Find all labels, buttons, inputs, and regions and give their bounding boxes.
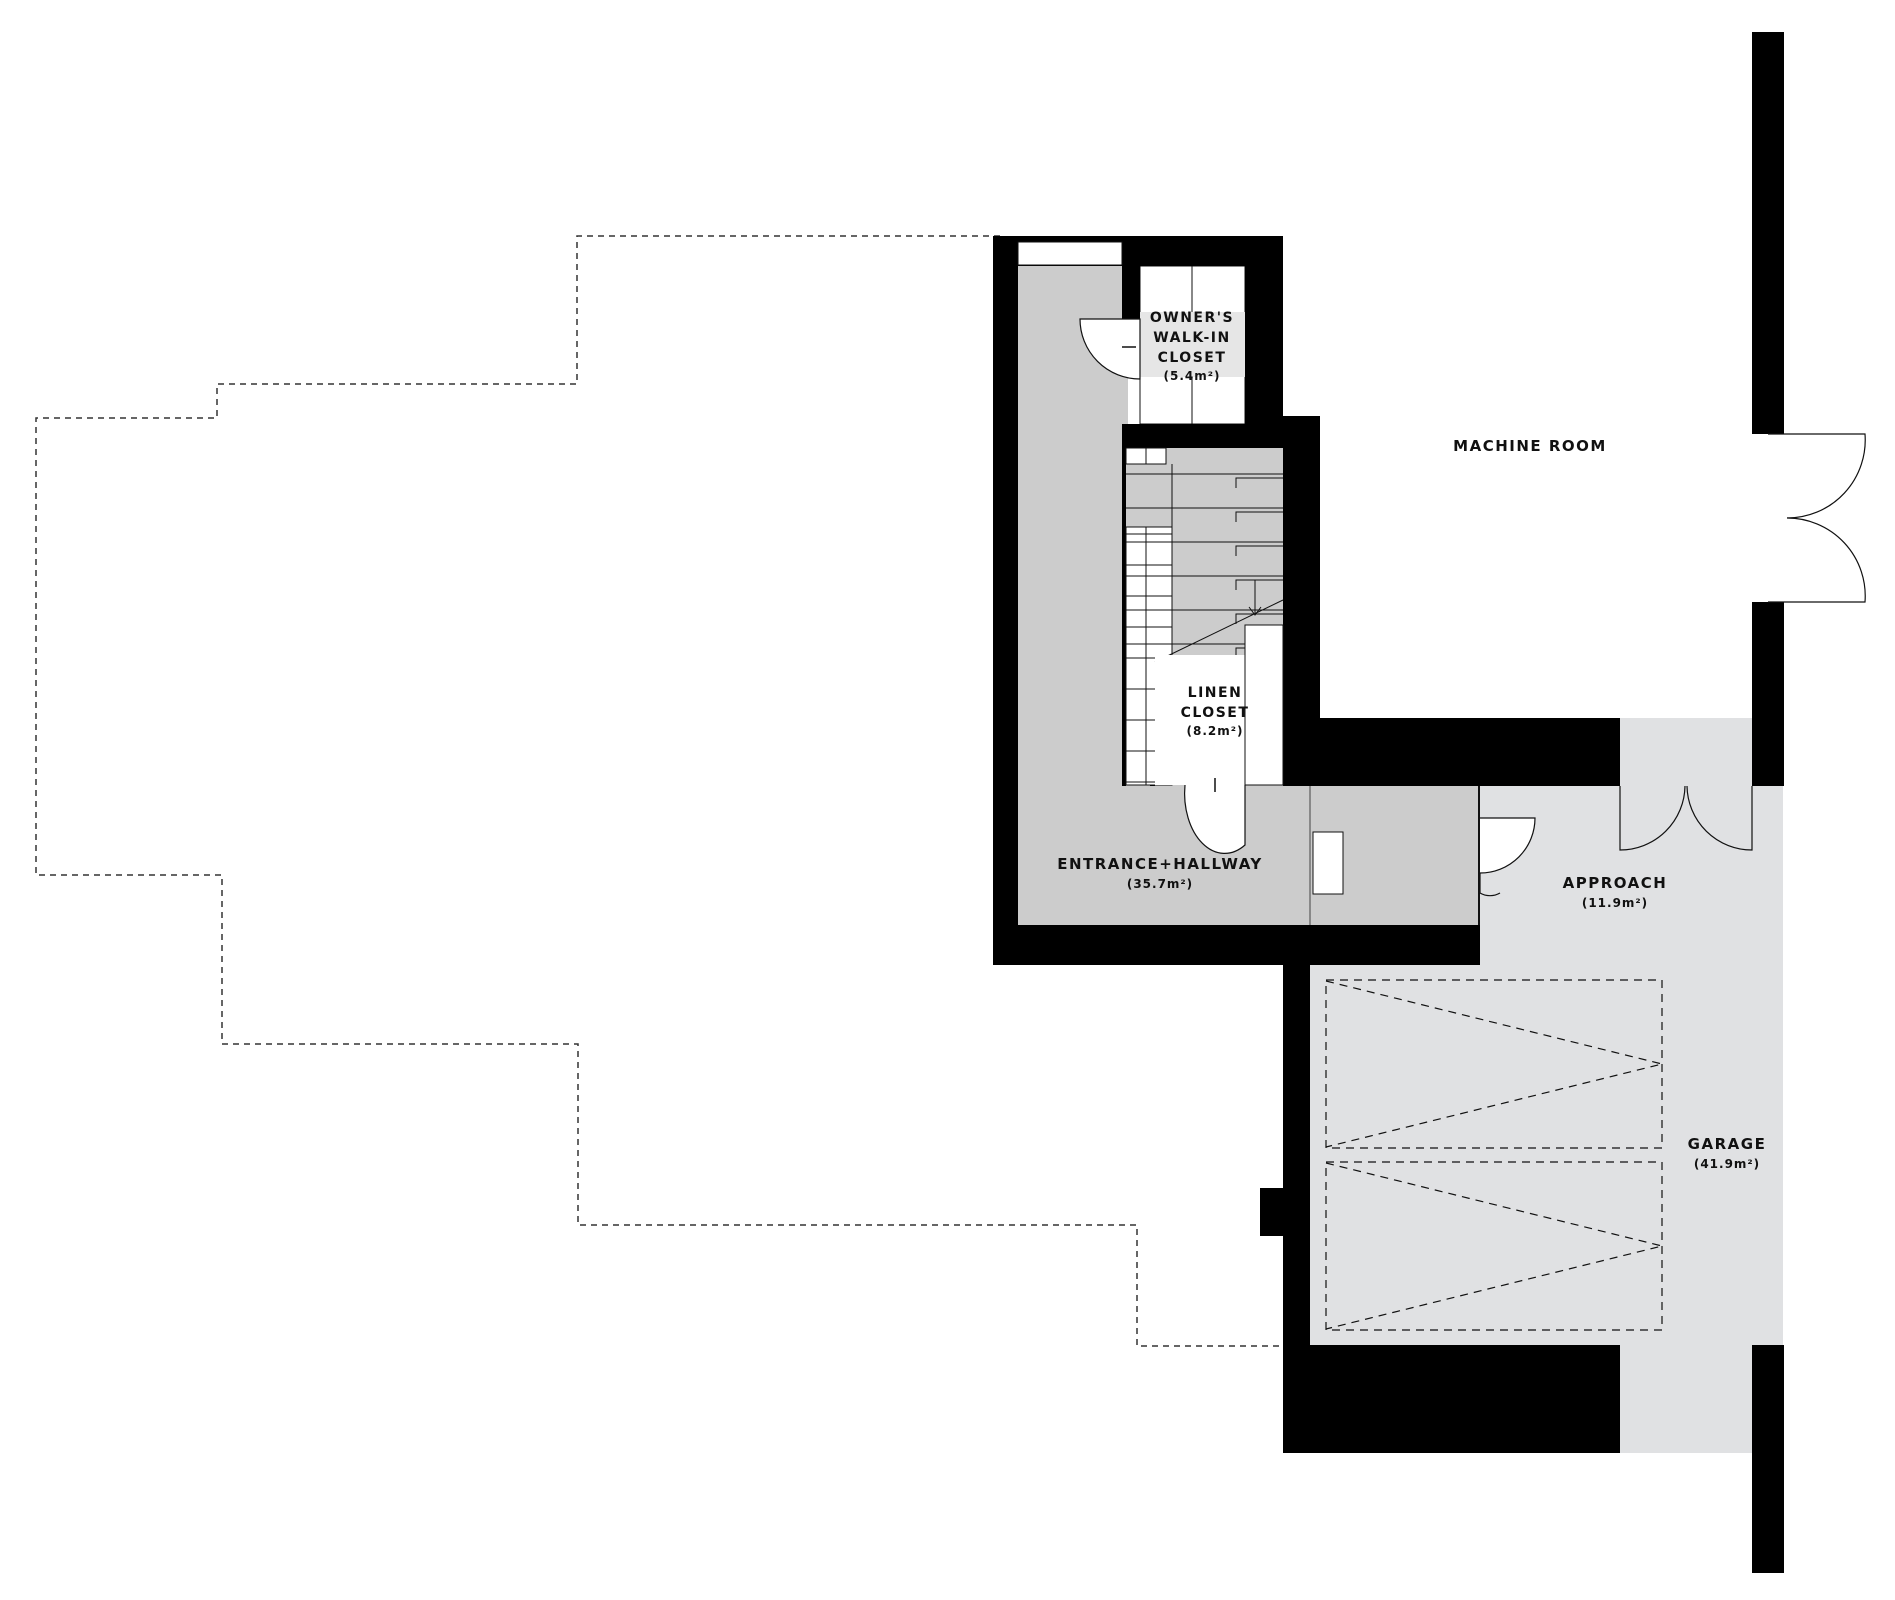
machine-room-door-bottom <box>1768 517 1866 603</box>
walk-in-closet-label-3: CLOSET <box>1158 350 1227 366</box>
walk-in-closet-label-2: WALK-IN <box>1153 330 1230 346</box>
car-bay-top-chevron <box>1325 980 1663 1148</box>
entrance-hallway-label: ENTRANCE+HALLWAY <box>1057 855 1263 873</box>
car-bay-top <box>1325 979 1663 1149</box>
machine-room-label: MACHINE ROOM <box>1453 437 1607 455</box>
linen-closet-shelf <box>1244 624 1284 786</box>
linen-closet-interior <box>1155 655 1245 785</box>
wall-stair-inner <box>1122 448 1126 786</box>
stair-nosing <box>1235 477 1283 488</box>
upper-floor-outline <box>35 235 1283 1347</box>
wall-right-top <box>1752 32 1784 434</box>
walk-in-closet-door <box>1079 318 1141 380</box>
wall-left-outer <box>993 236 1018 964</box>
front-door-leaf <box>1479 817 1536 874</box>
linen-closet-label-2: CLOSET <box>1181 705 1250 721</box>
front-door-side <box>1479 873 1501 897</box>
approach-label: APPROACH <box>1563 874 1668 892</box>
wall-garage-bottom <box>1283 1345 1620 1453</box>
entrance-hallway-floor <box>1018 265 1128 925</box>
floor-fills <box>1018 265 1783 1453</box>
wall-closet-bottom <box>1122 424 1283 448</box>
machine-room-door-top <box>1768 433 1866 519</box>
approach-area: (11.9m²) <box>1582 896 1648 910</box>
wall-hallway-bottom <box>993 925 1480 965</box>
room-labels: OWNER'S WALK-IN CLOSET (5.4m²) MACHINE R… <box>1057 310 1767 1171</box>
stair-nosing <box>1235 545 1283 556</box>
walk-in-closet-area: (5.4m²) <box>1164 369 1221 383</box>
garage-floor-lower <box>1620 1345 1752 1453</box>
entry-panel <box>1017 241 1123 266</box>
garage-area: (41.9m²) <box>1694 1157 1760 1171</box>
entrance-hallway-area: (35.7m²) <box>1127 877 1193 891</box>
hallway-fixture <box>1312 831 1344 895</box>
stair-nosing <box>1235 613 1283 624</box>
approach-floor-lower <box>1478 785 1783 965</box>
approach-floor <box>1620 718 1752 786</box>
linen-closet <box>1155 624 1284 854</box>
car-bay-bottom-chevron <box>1325 1162 1663 1330</box>
wall-right-bottom <box>1752 1345 1784 1573</box>
approach-door-right <box>1686 785 1753 851</box>
wall-garage-jog <box>1260 1188 1290 1236</box>
front-door-frame <box>1478 786 1480 925</box>
walk-in-closet-label-1: OWNER'S <box>1150 310 1234 326</box>
wall-closet-right <box>1245 236 1283 448</box>
closet-shelf-band <box>1140 312 1245 377</box>
garage-car-bays <box>1325 979 1663 1331</box>
wall-machine-room-bottom <box>1283 718 1620 786</box>
stair-arrowhead <box>1248 606 1262 616</box>
garage-label: GARAGE <box>1688 1135 1767 1153</box>
wall-right-mid <box>1752 602 1784 786</box>
garage-floor <box>1310 965 1783 1345</box>
approach-door-left <box>1619 785 1686 851</box>
stair-nosing <box>1235 579 1283 590</box>
stair-nosing <box>1235 511 1283 522</box>
linen-closet-area: (8.2m²) <box>1187 724 1244 738</box>
car-bay-bottom <box>1325 1161 1663 1331</box>
wall-closet-left <box>1122 236 1140 336</box>
linen-closet-door <box>1184 784 1246 854</box>
walls <box>993 32 1784 1573</box>
linen-closet-label-1: LINEN <box>1188 685 1243 701</box>
